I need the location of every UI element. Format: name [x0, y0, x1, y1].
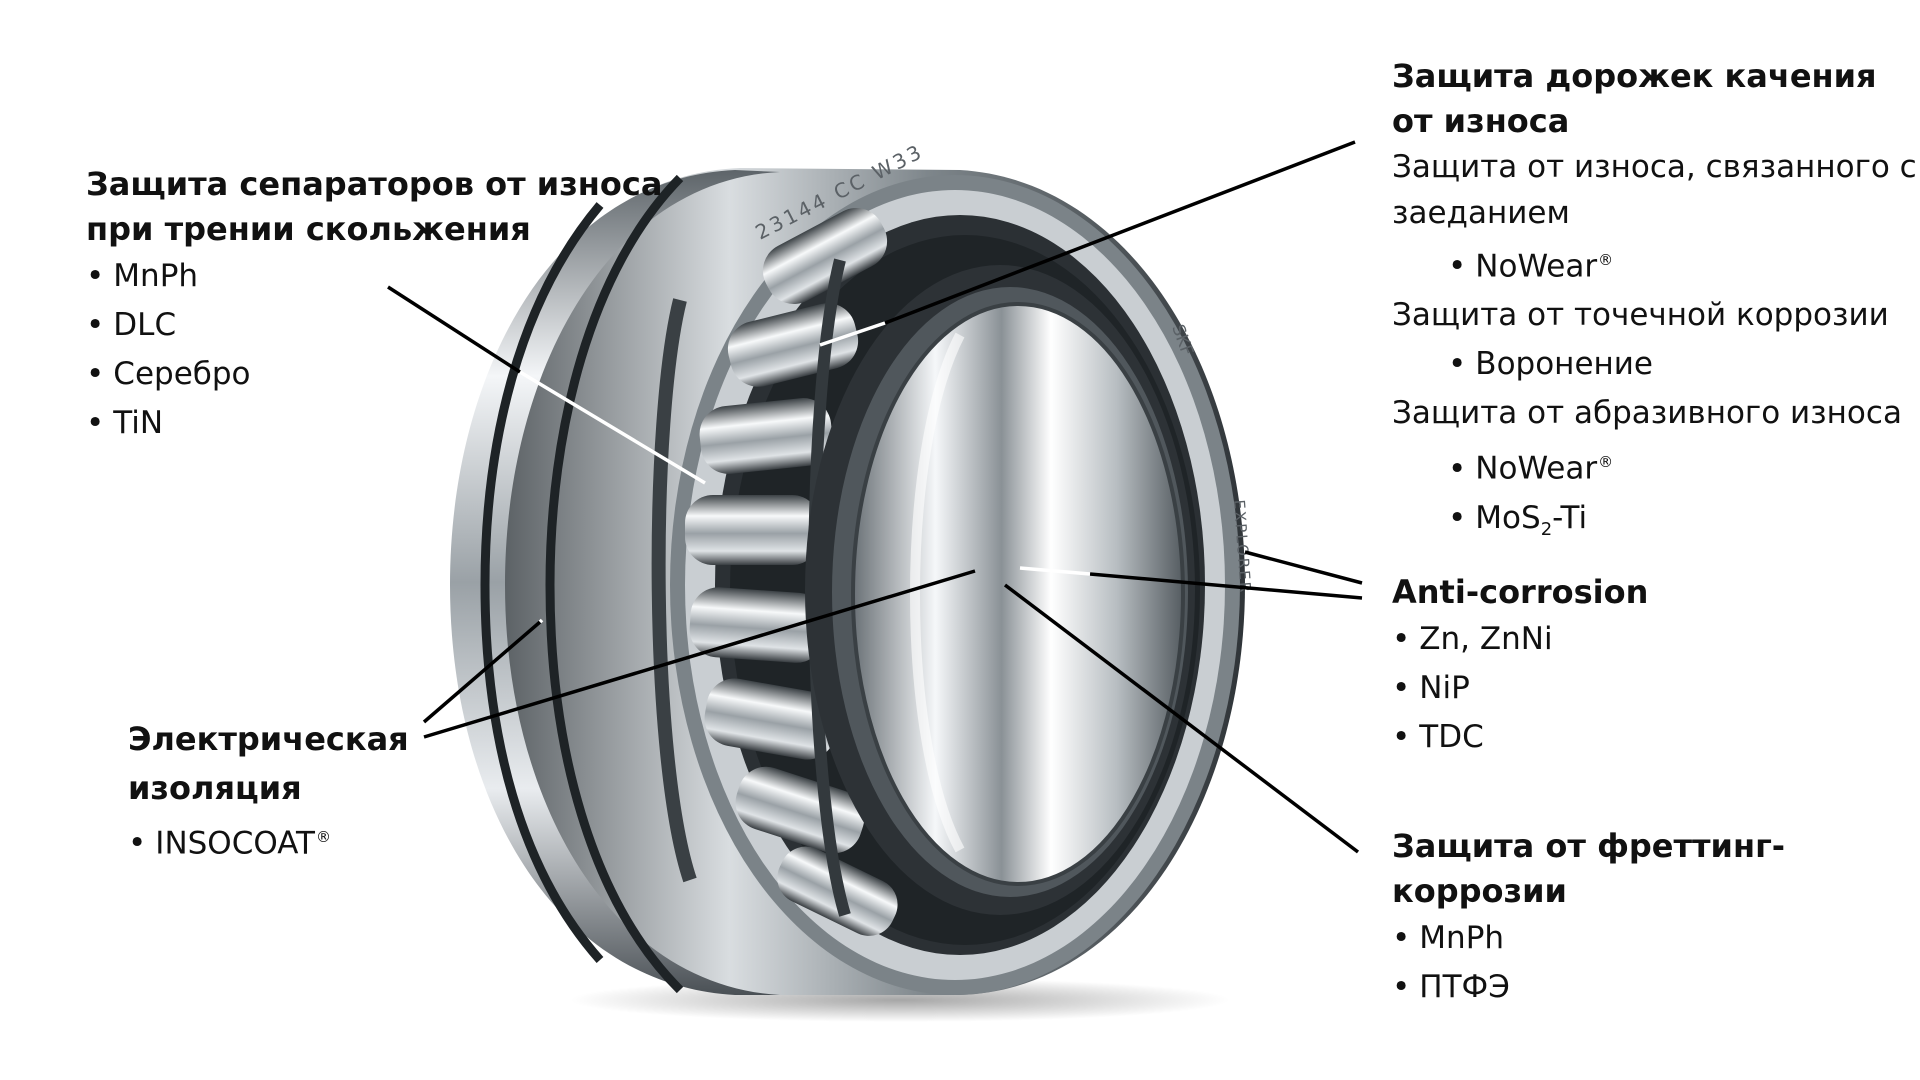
raceway-adhesive-item: NoWear® [1392, 236, 1917, 291]
leader-insulation-bore [423, 569, 976, 739]
cage-item: TiN [86, 399, 662, 448]
roller [699, 398, 833, 474]
leader-corrosion-2-white [1019, 566, 1091, 576]
fretting-title: Защита от фреттинг-коррозии [1392, 827, 1786, 910]
insulation-label: Электрическая изоляция INSOCOAT® [128, 715, 409, 868]
fretting-label: Защита от фреттинг-коррозии MnPh ПТФЭ [1392, 824, 1920, 1012]
raceway-title-line-2: от износа [1392, 102, 1570, 140]
raceway-abrasive-item: NoWear® [1392, 438, 1917, 493]
raceway-mos-item: MoS2-Ti [1392, 494, 1917, 554]
roller [685, 495, 820, 565]
insulation-item: INSOCOAT® [128, 813, 409, 868]
cage-title-line-2: при трении скольжения [86, 210, 531, 248]
corrosion-item: Zn, ZnNi [1392, 615, 1648, 664]
cage-item: DLC [86, 301, 662, 350]
roller [689, 587, 826, 663]
fretting-item: ПТФЭ [1392, 963, 1920, 1012]
cage-title-line-1: Защита сепараторов от износа [86, 165, 663, 203]
cage-label: Защита сепараторов от износа при трении … [86, 162, 662, 448]
corrosion-label: Anti-corrosion Zn, ZnNi NiP TDC [1392, 570, 1648, 762]
raceway-label: Защита дорожек качения от износа Защита … [1392, 54, 1917, 554]
cage-item: Серебро [86, 350, 662, 399]
leader-insulation-outer [422, 620, 542, 724]
insulation-title-line-1: Электрическая [128, 720, 409, 758]
raceway-title-line-1: Защита дорожек качения [1392, 57, 1877, 95]
leader-lines [387, 140, 1363, 854]
leader-raceway [884, 140, 1356, 325]
insulation-title-line-2: изоляция [128, 769, 302, 807]
raceway-pitting: Защита от точечной коррозии [1392, 297, 1889, 334]
corrosion-title: Anti-corrosion [1392, 573, 1649, 611]
corrosion-item: TDC [1392, 713, 1648, 762]
raceway-pitting-item: Воронение [1392, 340, 1917, 389]
raceway-adhesive-line-1: Защита от износа, связанного с [1392, 149, 1917, 185]
raceway-abrasive: Защита от абразивного износа [1392, 395, 1902, 432]
roller [704, 678, 838, 760]
leader-corrosion-1 [1244, 550, 1363, 585]
leader-fretting [1003, 583, 1360, 854]
leader-raceway-white [819, 321, 886, 347]
inner-ring [805, 265, 1195, 915]
leader-insulation-outer-white [538, 618, 544, 624]
corrosion-item: NiP [1392, 664, 1648, 713]
raceway-adhesive-line-2: заеданием [1392, 195, 1570, 231]
leader-corrosion-2 [1089, 572, 1363, 600]
cage-item: MnPh [86, 252, 662, 301]
roller [762, 207, 888, 305]
fretting-item: MnPh [1392, 914, 1920, 963]
